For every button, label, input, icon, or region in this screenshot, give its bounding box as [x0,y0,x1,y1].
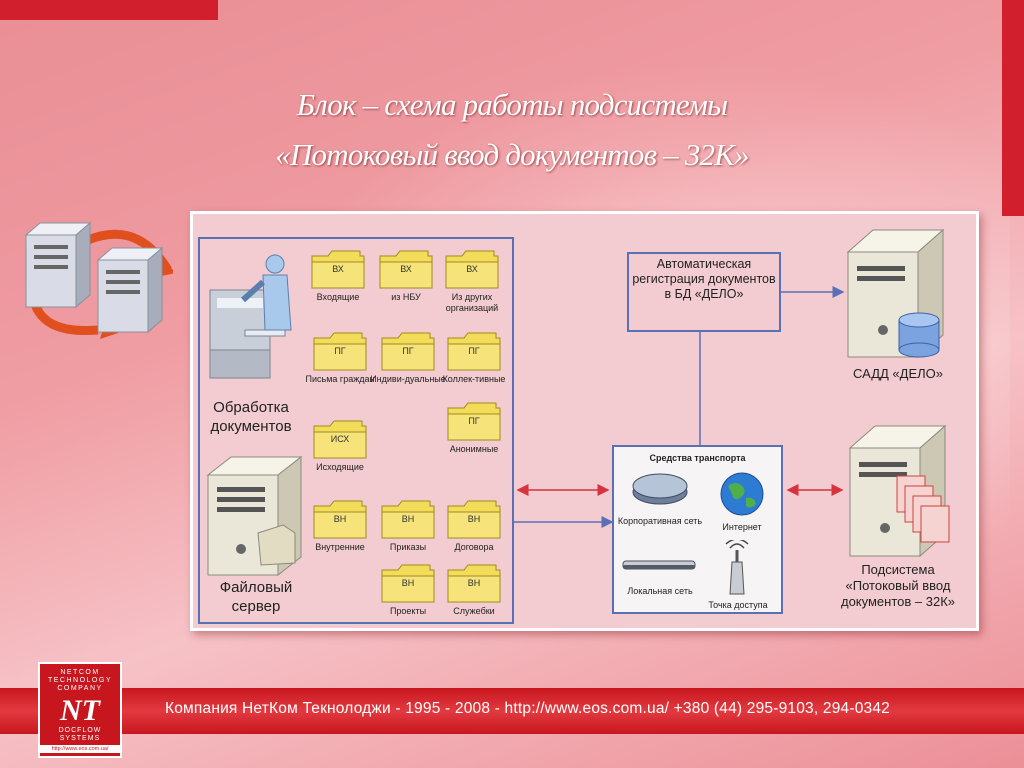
footer-bar [0,688,1024,734]
folder-icon: ВН [380,562,436,604]
top-accent-bar [0,0,218,20]
folder-tag: ПГ [334,346,346,356]
logo-mark: NT [60,694,100,727]
file-server-icon [206,455,303,577]
folder-tag: ВХ [332,264,344,274]
folder-icon: ВН [312,498,368,540]
folder-icon: ПГ [380,330,436,372]
folder-icon: ВХ [444,248,500,290]
document-processing-box [198,237,514,624]
operator-scanner-icon [209,254,292,379]
title-line-2: «Потоковый ввод документов – 32К» [275,137,749,172]
auto-registration-label: Автоматическая регистрация документов в … [632,257,776,301]
internet-globe-icon [720,472,764,516]
folder-icon: ПГ [312,330,368,372]
local-network-label: Локальная сеть [627,586,693,596]
document-stack-icon [896,475,950,543]
folder-tag: ВН [467,578,481,588]
access-point-icon [725,540,749,595]
subsystem-server-icon [848,424,950,558]
folder-label: Индиви-дуальные [370,374,446,384]
folder-label: Проекты [389,606,427,616]
logo-company-text: NETCOM TECHNOLOGY COMPANY [47,669,112,692]
folder-tag: ВХ [466,264,478,274]
processing-label: Обработка документов [210,399,292,435]
folder-label: Договора [454,542,494,552]
folder-label: Анонимные [449,444,499,454]
transport-box: Средства транспорта [612,445,783,614]
folder-tag: ПГ [468,416,480,426]
company-logo: NETCOM TECHNOLOGY COMPANY NT DOCFLOW SYS… [38,662,122,758]
folder-tag: ВХ [400,264,412,274]
folder-label: из НБУ [391,292,421,302]
footer-text: Компания НетКом Текнолоджи - 1995 - 2008… [165,700,890,717]
local-network-icon [622,560,696,570]
right-accent-bar [1002,0,1024,216]
folder-tag: ВН [333,514,347,524]
folder-icon: ИСХ [312,418,368,460]
subsystem-label: Подсистема «Потоковый ввод документов – … [840,562,955,609]
file-server-label: Файловый сервер [219,579,293,615]
folder-tag: ВН [467,514,481,524]
folder-icon: ПГ [446,330,502,372]
folder-icon: ВХ [378,248,434,290]
database-icon [898,312,940,358]
folder-icon: ВН [380,498,436,540]
corporate-network-label: Корпоративная сеть [617,516,703,526]
folder-icon: ВХ [310,248,366,290]
folder-tag: ИСХ [330,434,350,444]
folder-label: Коллек-тивные [442,374,506,384]
folder-label: Внутренние [315,542,365,552]
access-point-label: Точка доступа [708,600,768,610]
server-sync-icon [24,221,173,339]
folder-label: Исходящие [316,462,364,472]
slide-title: Блок – схема работы подсистемы «Потоковы… [200,80,824,180]
internet-label: Интернет [722,522,762,532]
folder-icon: ВН [446,498,502,540]
transport-title: Средства транспорта [649,453,746,463]
logo-docflow-text: DOCFLOW SYSTEMS [58,727,102,742]
sadd-label: САДД «ДЕЛО» [852,366,943,381]
title-line-1: Блок – схема работы подсистемы [296,87,728,122]
folder-label: Служебки [453,606,495,616]
folder-tag: ВН [401,514,415,524]
server-left-icon [24,221,92,309]
folder-icon: ВН [446,562,502,604]
sadd-server-icon [846,228,945,359]
logo-url: http://www.eos.com.ua/ [40,745,120,753]
folder-tag: ПГ [468,346,480,356]
folder-label: Приказы [389,542,427,552]
folder-icon: ПГ [446,400,502,442]
folder-label: Письма граждан [305,374,375,384]
folder-tag: ПГ [402,346,414,356]
server-right-icon [96,246,164,334]
folder-label: Входящие [316,292,360,302]
corporate-network-icon [632,473,688,505]
folder-tag: ВН [401,578,415,588]
auto-registration-box: Автоматическая регистрация документов в … [627,252,781,332]
folder-label: Из других организаций [445,292,499,313]
